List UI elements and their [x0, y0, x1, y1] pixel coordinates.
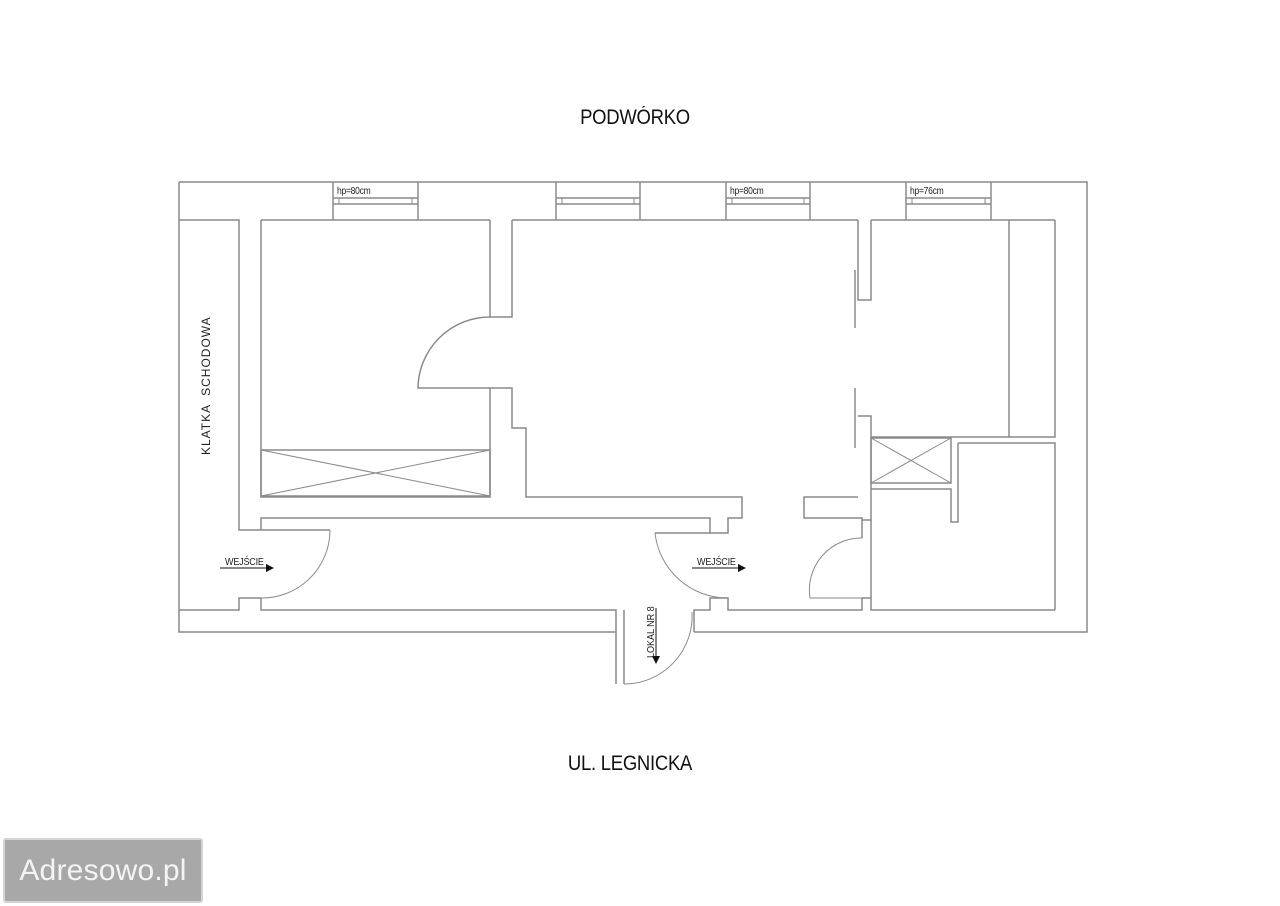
left-closet [260, 449, 491, 497]
corridor-walls [179, 529, 1055, 685]
entrance-label-middle: WEJŚCIE [697, 557, 736, 568]
courtyard-label: PODWÓRKO [580, 106, 690, 129]
unit-label: LOKAL NR 8 [646, 606, 657, 658]
window-1 [332, 182, 419, 220]
staircase-label: KLATKA SCHODOWA [199, 316, 213, 455]
window-3-label: hp=80cm [730, 186, 764, 197]
right-closet [870, 437, 952, 484]
entry-arrow-left [220, 564, 274, 572]
window-4 [905, 182, 992, 220]
window-4-label: hp=76cm [910, 186, 944, 197]
window-1-label: hp=80cm [337, 186, 371, 197]
window-3 [725, 182, 811, 220]
left-room-walls [260, 220, 743, 534]
unit-arrow [652, 608, 660, 664]
top-wall-inner [179, 219, 1055, 531]
right-room-walls [803, 220, 1056, 610]
entry-arrow-middle [692, 564, 746, 572]
outer-walls [178, 181, 1088, 633]
adresowo-watermark: Adresowo.pl [3, 838, 203, 903]
entrance-label-left: WEJŚCIE [225, 557, 264, 568]
street-label: UL. LEGNICKA [567, 752, 693, 775]
window-2 [555, 182, 641, 220]
